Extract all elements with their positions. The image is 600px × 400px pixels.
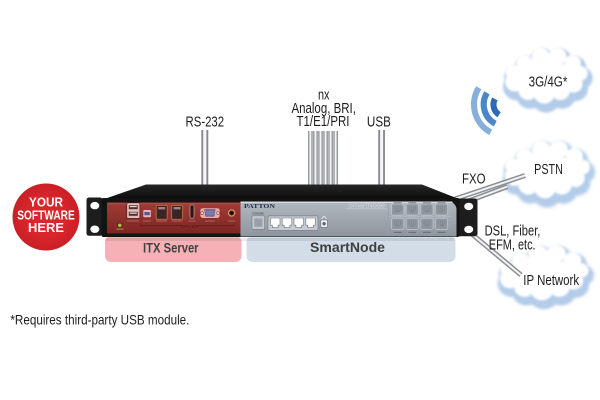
svg-text:FXO: FXO xyxy=(462,172,486,188)
svg-text:nx: nx xyxy=(318,87,330,103)
svg-text:RS-232: RS-232 xyxy=(186,115,225,131)
svg-text:SmartNode: SmartNode xyxy=(348,203,385,210)
svg-text:PATTON: PATTON xyxy=(244,203,275,210)
svg-text:ITX Server: ITX Server xyxy=(143,239,199,255)
svg-text:Console: Console xyxy=(252,212,264,216)
svg-text:USB: USB xyxy=(367,115,391,131)
svg-text:HERE: HERE xyxy=(28,221,64,235)
svg-text:SmartNode: SmartNode xyxy=(310,239,385,255)
svg-text:*Requires third-party USB modu: *Requires third-party USB module. xyxy=(10,313,189,328)
svg-text:SOFTWARE: SOFTWARE xyxy=(17,209,75,223)
svg-text:YOUR: YOUR xyxy=(29,196,63,210)
svg-text:3G/4G*: 3G/4G* xyxy=(529,74,568,90)
svg-text:EFM, etc.: EFM, etc. xyxy=(489,237,536,253)
svg-text:Analog, BRI,: Analog, BRI, xyxy=(291,101,356,117)
svg-text:T1/E1/PRI: T1/E1/PRI xyxy=(297,114,350,130)
svg-text:IP Network: IP Network xyxy=(523,272,579,289)
svg-text:™: ™ xyxy=(386,202,390,206)
svg-text:PSTN: PSTN xyxy=(534,162,563,178)
svg-text:DSL, Fiber,: DSL, Fiber, xyxy=(485,224,541,240)
svg-text:CPU I/O: CPU I/O xyxy=(181,224,198,229)
